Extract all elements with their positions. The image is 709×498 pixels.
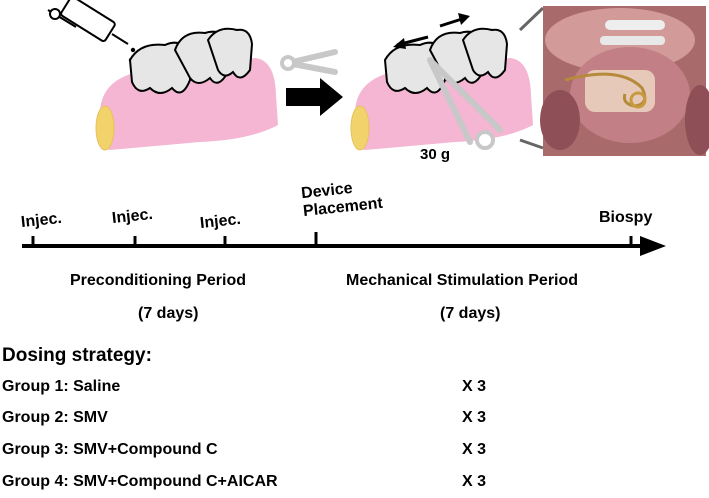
group-1-count: X 3 [462,378,487,395]
group-3-label: Group 3: SMV+Compound C [2,441,218,458]
group-1-label: Group 1: Saline [2,378,121,395]
photo-intraoral [540,6,709,156]
group-4-label: Group 4: SMV+Compound C+AICAR [2,473,278,490]
arrow-right-icon [286,78,343,116]
teeth-with-device [350,13,533,151]
dosing-heading: Dosing strategy: [2,345,152,366]
group-3-count: X 3 [462,441,487,458]
period-mechanical-duration: (7 days) [440,305,501,322]
event-biopsy: Biospy [599,209,653,226]
weight-label: 30 g [420,146,451,163]
period-preconditioning-duration: (7 days) [138,305,199,322]
group-4-count: X 3 [462,473,487,490]
spring-icon [280,49,338,75]
period-mechanical: Mechanical Stimulation Period [346,272,579,289]
group-2-count: X 3 [462,409,487,426]
period-preconditioning: Preconditioning Period [70,272,247,289]
illustration [47,0,709,156]
group-2-label: Group 2: SMV [2,409,108,426]
teeth-icon [95,27,278,151]
